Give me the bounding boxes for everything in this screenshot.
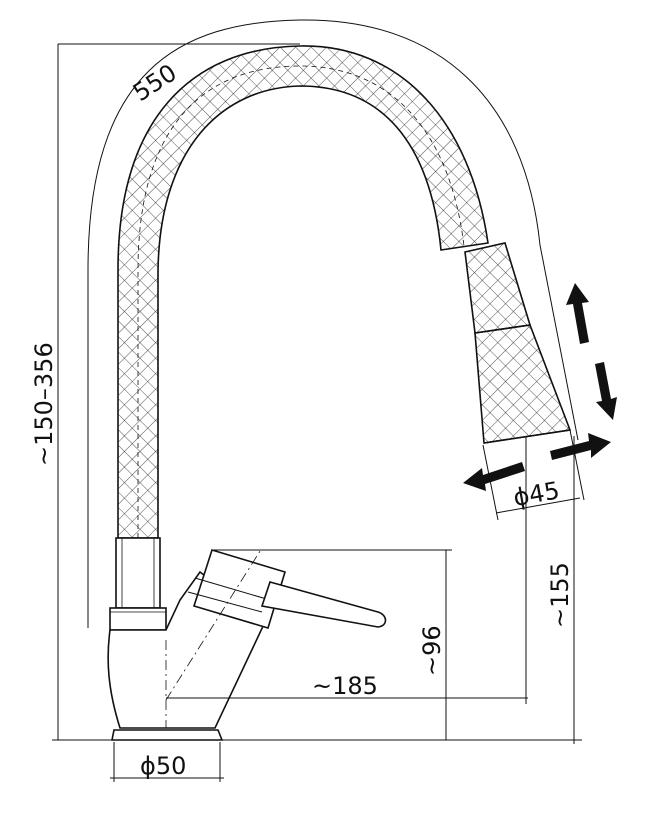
flexible-hose <box>117 45 489 539</box>
spout-height-label: ~155 <box>546 562 574 628</box>
faucet-body <box>107 537 387 741</box>
spray-head <box>464 242 572 444</box>
dimension-lines <box>52 43 585 782</box>
body-height-label: ~96 <box>418 625 446 676</box>
hose-length-arc <box>87 19 579 628</box>
spray-diameter-label: ϕ45 <box>511 476 562 512</box>
reach-label: ~185 <box>312 672 378 700</box>
height-range-label: ~150–356 <box>30 342 58 466</box>
pull-down-arrow-icon <box>566 283 617 420</box>
base-diameter-label: ϕ50 <box>140 752 186 780</box>
swivel-arrow-icon <box>463 433 611 491</box>
